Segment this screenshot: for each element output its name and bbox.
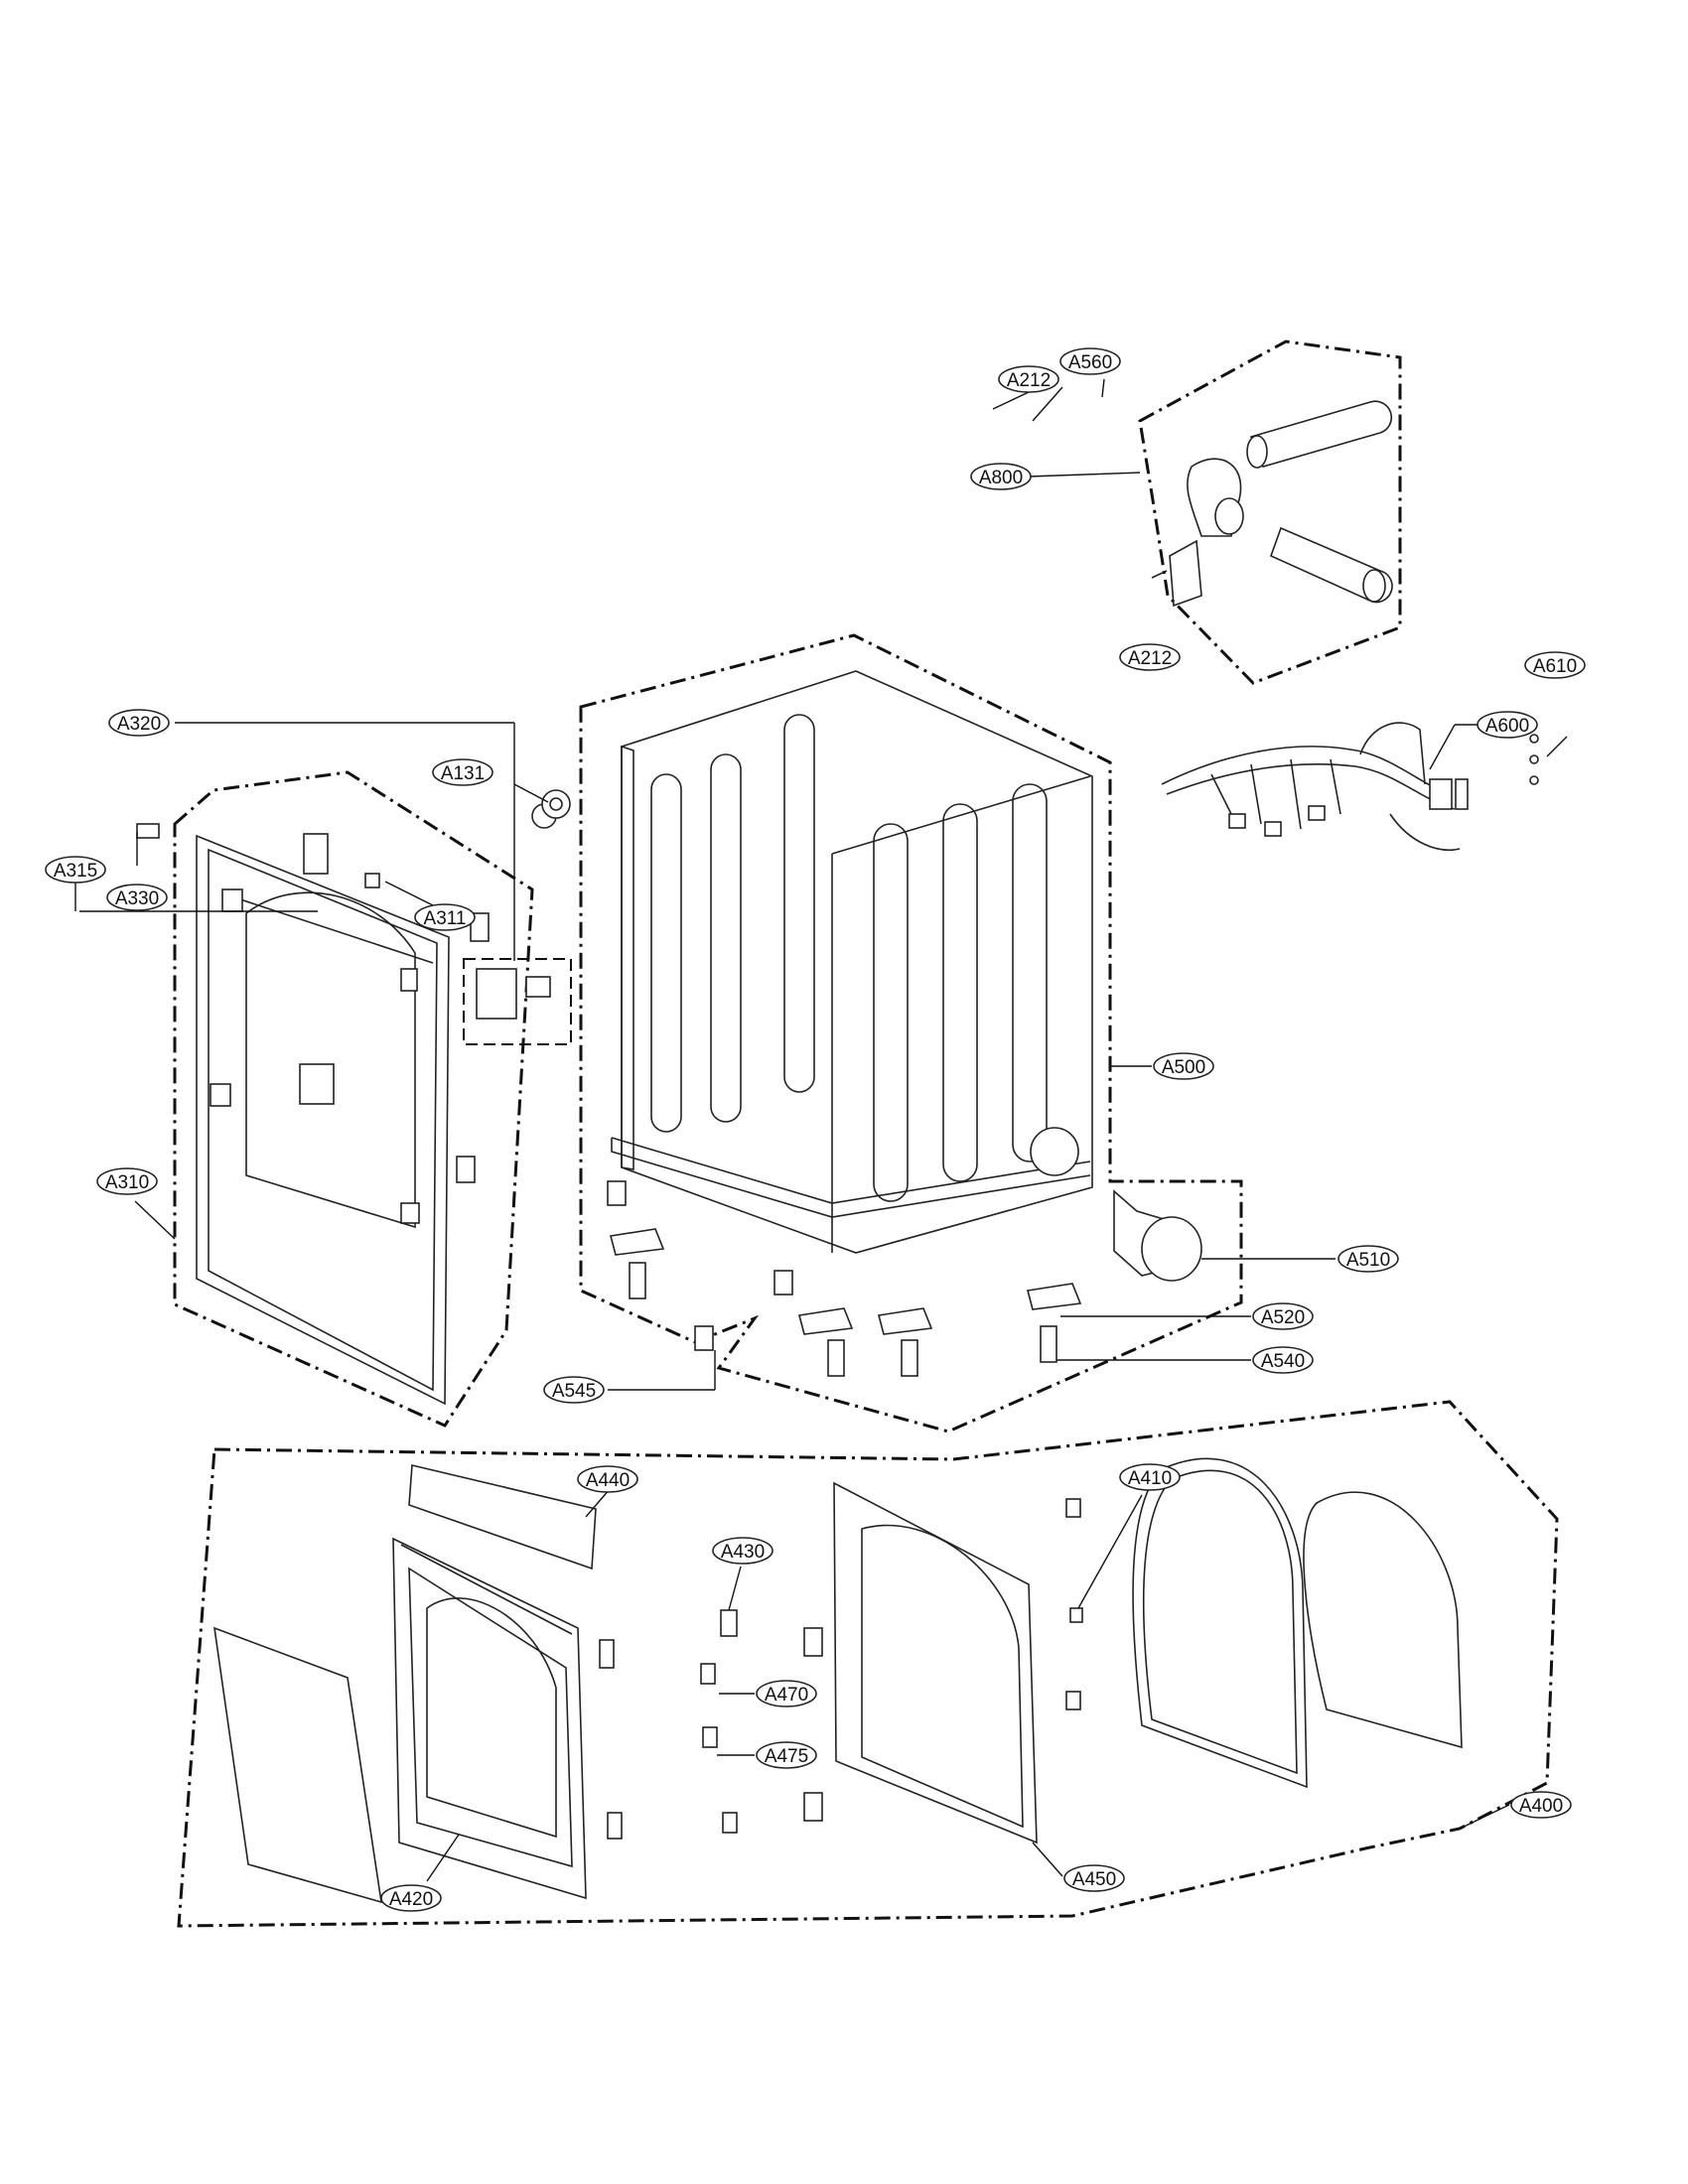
callout-a310: A310 <box>96 1167 158 1195</box>
callout-a800-text: A800 <box>979 468 1023 488</box>
callout-a470-text: A470 <box>765 1685 808 1706</box>
callout-a330-text: A330 <box>115 888 159 909</box>
callout-a440-text: A440 <box>586 1470 630 1491</box>
cabinet-group-outline <box>579 633 1243 1433</box>
callout-a600: A600 <box>1477 711 1538 739</box>
callout-a315-text: A315 <box>54 861 97 882</box>
callout-a610: A610 <box>1524 651 1586 679</box>
front-panel-group-outline <box>173 770 534 1428</box>
callout-a450: A450 <box>1063 1864 1125 1892</box>
callout-a510: A510 <box>1337 1245 1399 1273</box>
callout-a320: A320 <box>108 709 170 737</box>
callout-a430: A430 <box>712 1537 774 1565</box>
cabinet <box>531 670 1093 1254</box>
leveling-feet <box>607 1180 1082 1377</box>
callout-a600-text: A600 <box>1485 716 1529 737</box>
callout-a470: A470 <box>756 1680 817 1707</box>
callout-a800: A800 <box>970 463 1032 490</box>
callout-a400: A400 <box>1510 1791 1572 1819</box>
exhaust-duct <box>1113 1189 1202 1282</box>
callout-a330: A330 <box>106 884 168 911</box>
inner-door <box>803 1481 1038 1844</box>
callout-a560: A560 <box>1059 347 1121 375</box>
callout-a315: A315 <box>45 856 106 884</box>
callout-a410-text: A410 <box>1128 1468 1172 1489</box>
callout-a212-top-text: A212 <box>1007 370 1051 391</box>
callout-a400-text: A400 <box>1519 1796 1563 1817</box>
callout-a475: A475 <box>756 1741 817 1769</box>
door-switch-detail <box>136 789 572 1045</box>
callout-a212-right-text: A212 <box>1128 648 1172 669</box>
callout-a310-text: A310 <box>105 1172 149 1193</box>
vent-kit-group-outline <box>1138 340 1402 685</box>
callout-a500-text: A500 <box>1162 1057 1205 1078</box>
callout-a520-text: A520 <box>1261 1307 1305 1328</box>
callout-a520: A520 <box>1252 1302 1314 1330</box>
callout-a540: A540 <box>1252 1346 1314 1374</box>
callout-a440: A440 <box>577 1465 638 1493</box>
callout-a560-text: A560 <box>1068 352 1112 373</box>
callout-a610-text: A610 <box>1533 656 1577 677</box>
callout-a545: A545 <box>543 1376 605 1404</box>
callout-a545-text: A545 <box>552 1381 596 1402</box>
callout-a475-text: A475 <box>765 1746 808 1767</box>
wire-harness <box>1161 722 1539 851</box>
callout-a212-top: A212 <box>998 365 1059 393</box>
callout-a420: A420 <box>380 1884 442 1912</box>
callout-a311-text: A311 <box>424 908 467 929</box>
callout-a131: A131 <box>432 758 493 786</box>
callout-a450-text: A450 <box>1072 1869 1116 1890</box>
callout-a420-text: A420 <box>389 1889 433 1910</box>
callout-a212-right: A212 <box>1119 643 1181 671</box>
callout-labels: A800 A212 A560 A212 A610 A600 A320 A131 <box>45 347 1586 1912</box>
callout-a540-text: A540 <box>1261 1351 1305 1372</box>
door-assembly <box>213 1464 738 1904</box>
callout-a320-text: A320 <box>117 714 161 735</box>
callout-a430-text: A430 <box>721 1542 765 1563</box>
callout-a510-text: A510 <box>1346 1250 1390 1271</box>
door-group-outline <box>177 1400 1559 1928</box>
callout-a311: A311 <box>414 903 476 931</box>
front-panel <box>196 833 490 1406</box>
vent-duct-assembly <box>1151 400 1393 608</box>
callout-a500: A500 <box>1153 1052 1214 1080</box>
door-gasket-and-window <box>1065 1457 1463 1789</box>
callout-a131-text: A131 <box>441 763 485 784</box>
leader-lines <box>74 378 1568 1882</box>
callout-a410: A410 <box>1119 1463 1181 1491</box>
